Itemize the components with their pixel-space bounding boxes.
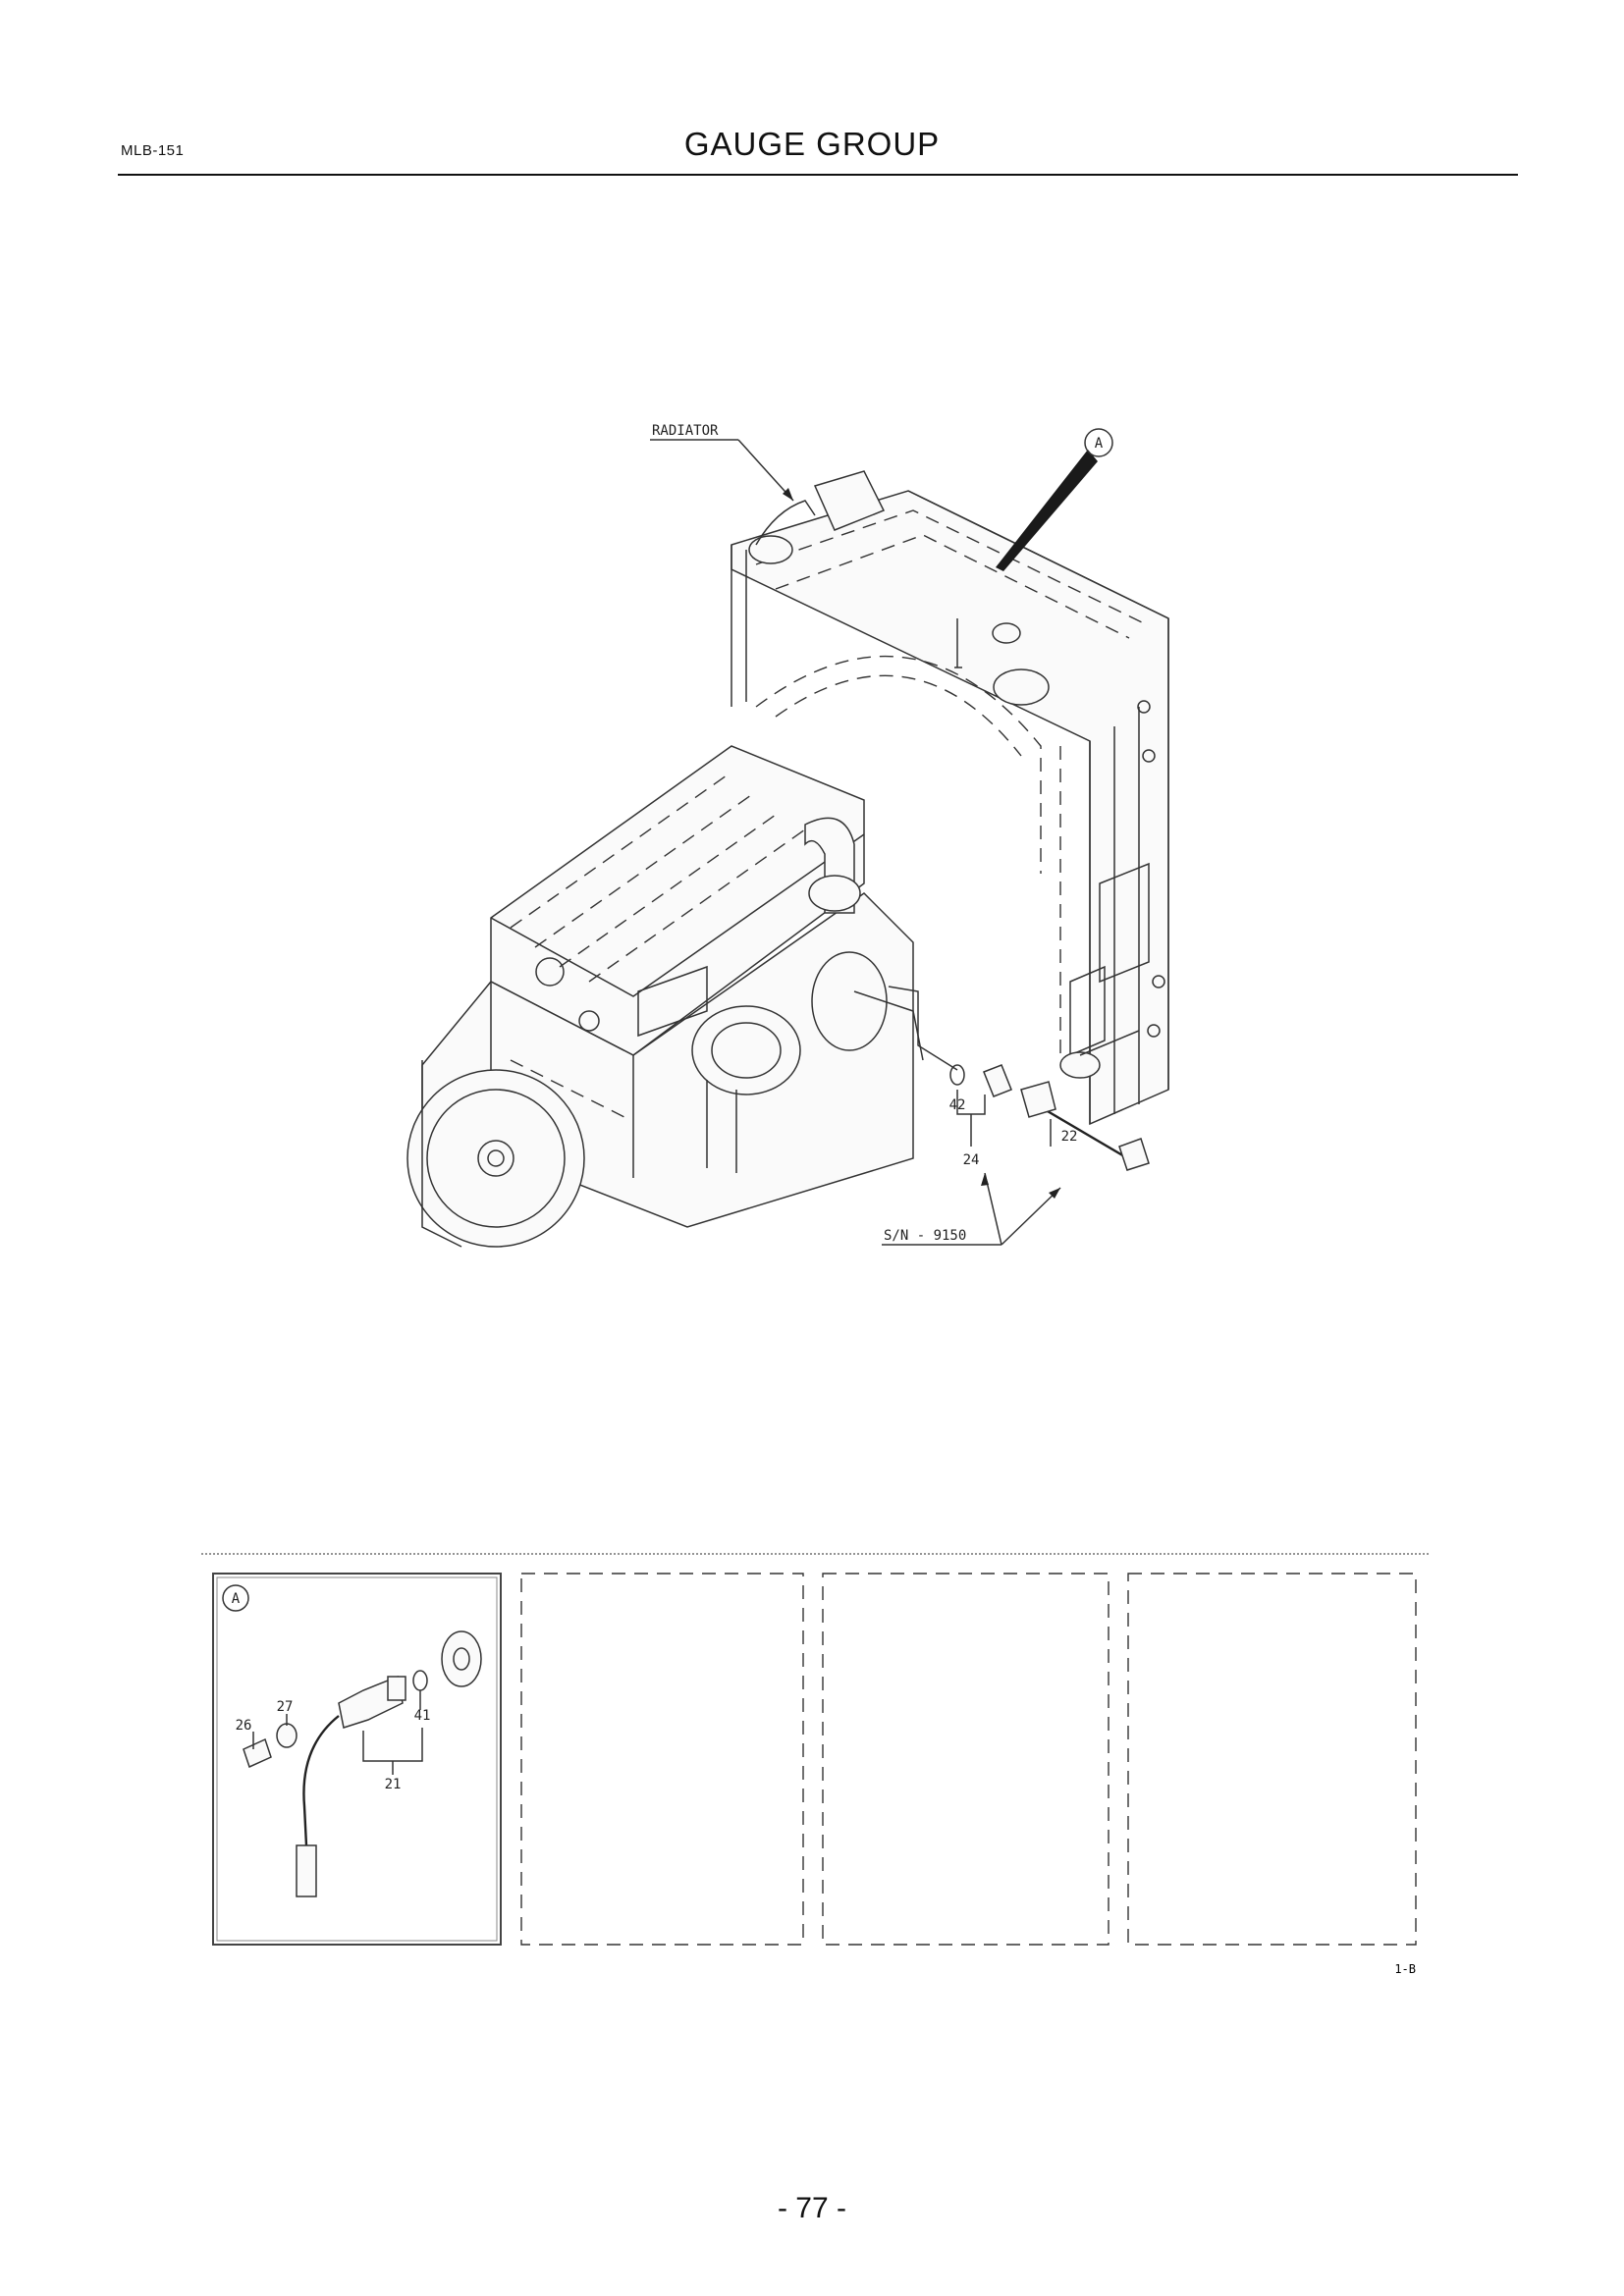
detail-a-marker-circle — [1084, 428, 1113, 457]
callout-22: 22 — [1061, 1129, 1078, 1145]
radiator-drawing — [731, 470, 1169, 1126]
radiator-label: RADIATOR — [652, 423, 719, 439]
callout-24: 24 — [963, 1152, 980, 1168]
engine-drawing — [406, 745, 924, 1248]
page-number: - 77 - — [777, 2192, 847, 2224]
callout-41: 41 — [414, 1708, 431, 1724]
detail-a-panel-marker: A — [232, 1591, 241, 1607]
title-divider — [118, 174, 1518, 176]
figure-reference: 1-B — [1394, 1962, 1416, 1976]
sensor-parts — [949, 1064, 1150, 1171]
callout-21: 21 — [385, 1777, 402, 1792]
callout-26: 26 — [236, 1718, 252, 1734]
document-code: MLB-151 — [121, 142, 185, 159]
callout-42: 42 — [949, 1097, 966, 1113]
detail-panel-a: A 26 27 41 21 — [212, 1573, 502, 1946]
serial-number-note: S/N - 9150 — [884, 1228, 966, 1244]
page-title: GAUGE GROUP — [683, 126, 941, 162]
detail-panel-empty-1 — [520, 1573, 804, 1946]
detail-panel-empty-3 — [1127, 1573, 1417, 1946]
detail-panel-empty-2 — [822, 1573, 1110, 1946]
detail-a-marker: A — [1095, 436, 1104, 452]
callout-27: 27 — [277, 1699, 294, 1715]
callout-leaders — [650, 439, 1098, 1246]
